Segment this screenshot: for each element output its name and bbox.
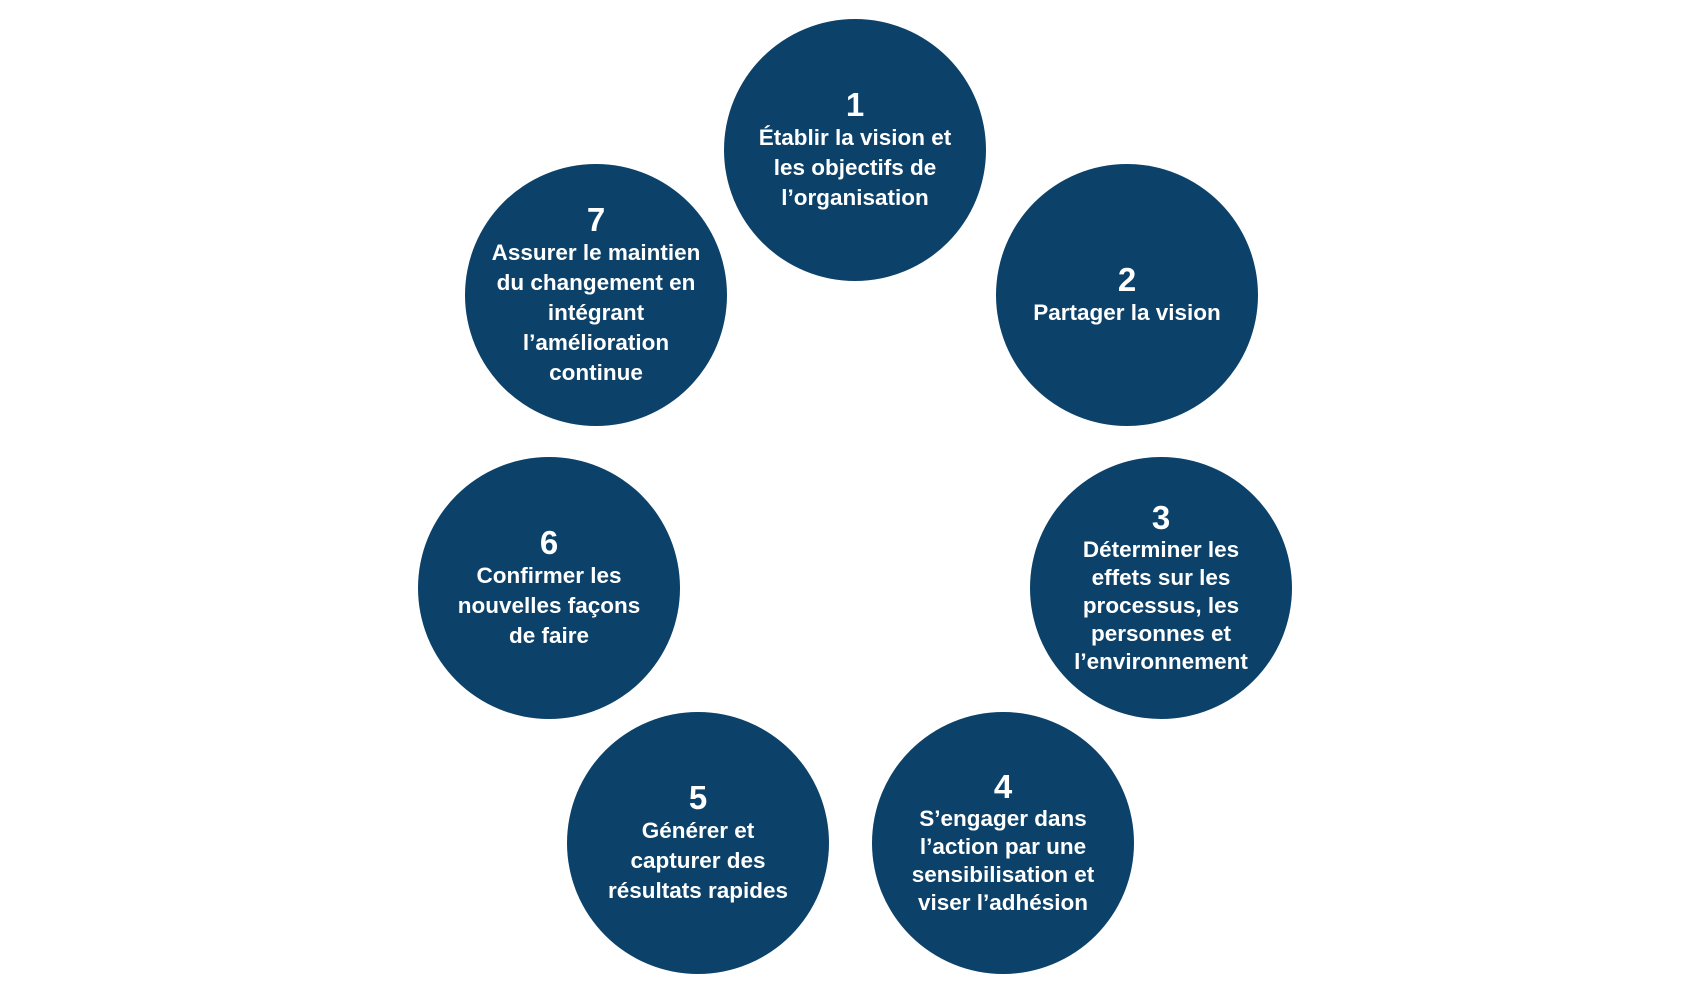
step-4-label-line: viser l’adhésion <box>917 889 1089 915</box>
step-7-label-line: continue <box>549 359 643 385</box>
step-4-number: 4 <box>993 767 1013 805</box>
step-2-number: 2 <box>1117 260 1137 298</box>
step-4-label-line: S’engager dans <box>919 805 1087 831</box>
step-1-label-line: les objectifs de <box>773 154 937 180</box>
step-7-circle: 7 Assurer le maintien du changement en i… <box>465 164 727 426</box>
step-1-label-line: l’organisation <box>781 184 929 210</box>
step-5-label-line: capturer des <box>630 847 766 873</box>
step-2-label-line: Partager la vision <box>1033 299 1221 325</box>
step-3-number: 3 <box>1151 498 1171 536</box>
step-3-label-line: l’environnement <box>1074 648 1248 674</box>
step-3-label-line: Déterminer les <box>1082 536 1240 562</box>
step-6-circle: 6 Confirmer les nouvelles façons de fair… <box>418 457 680 719</box>
step-2-circle: 2 Partager la vision <box>996 164 1258 426</box>
step-6-label-line: de faire <box>508 622 590 648</box>
step-1-label: Établir la vision et les objectifs de l’… <box>759 123 952 213</box>
step-7-label-line: Assurer le maintien <box>491 239 701 265</box>
step-1-label-line: Établir la vision et <box>758 124 952 150</box>
step-7-label-line: l’amélioration <box>522 329 670 355</box>
step-5-circle: 5 Générer et capturer des résultats rapi… <box>567 712 829 974</box>
step-1-circle: 1 Établir la vision et les objectifs de … <box>724 19 986 281</box>
step-5-label-line: résultats rapides <box>607 877 789 903</box>
step-7-label: Assurer le maintien du changement en int… <box>492 238 701 388</box>
step-1-number: 1 <box>845 85 865 123</box>
step-6-label-line: Confirmer les <box>476 562 622 588</box>
step-4-label-line: l’action par une <box>919 833 1087 859</box>
step-3-label-line: personnes et <box>1090 620 1232 646</box>
step-6-label: Confirmer les nouvelles façons de faire <box>458 561 641 651</box>
step-7-number: 7 <box>586 200 606 238</box>
step-7-label-line: intégrant <box>547 299 645 325</box>
step-3-circle: 3 Déterminer les effets sur les processu… <box>1030 457 1292 719</box>
step-5-number: 5 <box>688 778 708 816</box>
step-3-label-line: effets sur les <box>1091 564 1231 590</box>
step-5-label: Générer et capturer des résultats rapide… <box>608 816 788 906</box>
step-3-label: Déterminer les effets sur les processus,… <box>1074 536 1248 676</box>
step-6-label-line: nouvelles façons <box>457 592 641 618</box>
step-4-label-line: sensibilisation et <box>911 861 1095 887</box>
step-3-label-line: processus, les <box>1082 592 1240 618</box>
step-2-label: Partager la vision <box>1033 298 1221 328</box>
step-5-label-line: Générer et <box>641 817 755 843</box>
step-4-label: S’engager dans l’action par une sensibil… <box>912 805 1095 917</box>
step-4-circle: 4 S’engager dans l’action par une sensib… <box>872 712 1134 974</box>
step-7-label-line: du changement en <box>496 269 696 295</box>
step-6-number: 6 <box>539 523 559 561</box>
